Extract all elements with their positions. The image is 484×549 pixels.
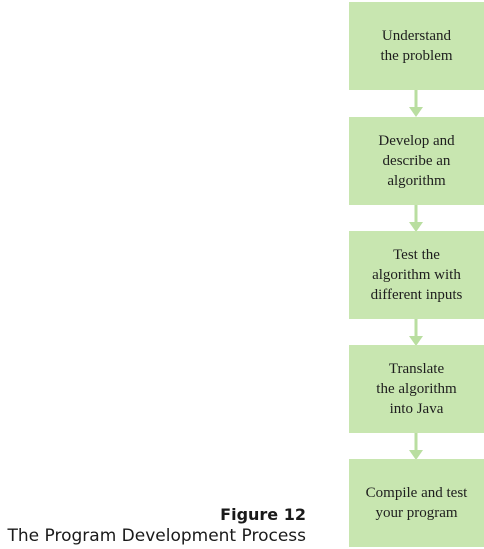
step-label: Compile and test your program [365,485,468,521]
step-understand-problem: Understand the problem [349,2,484,90]
arrow-down-icon [409,90,423,117]
figure-title: The Program Development Process [7,526,307,546]
step-label: Translate the algorithm into Java [376,361,457,417]
arrow-down-icon [409,205,423,232]
step-translate-java: Translate the algorithm into Java [349,345,484,433]
step-label: Test the algorithm with different inputs [370,247,463,303]
figure-number: Figure 12 [220,505,306,524]
step-compile-test: Compile and test your program [349,459,484,547]
arrow-down-icon [409,319,423,346]
step-develop-algorithm: Develop and describe an algorithm [349,117,484,205]
step-label: Understand the problem [380,28,453,64]
step-test-algorithm: Test the algorithm with different inputs [349,231,484,319]
arrow-down-icon [409,433,423,460]
step-label: Develop and describe an algorithm [378,133,455,189]
